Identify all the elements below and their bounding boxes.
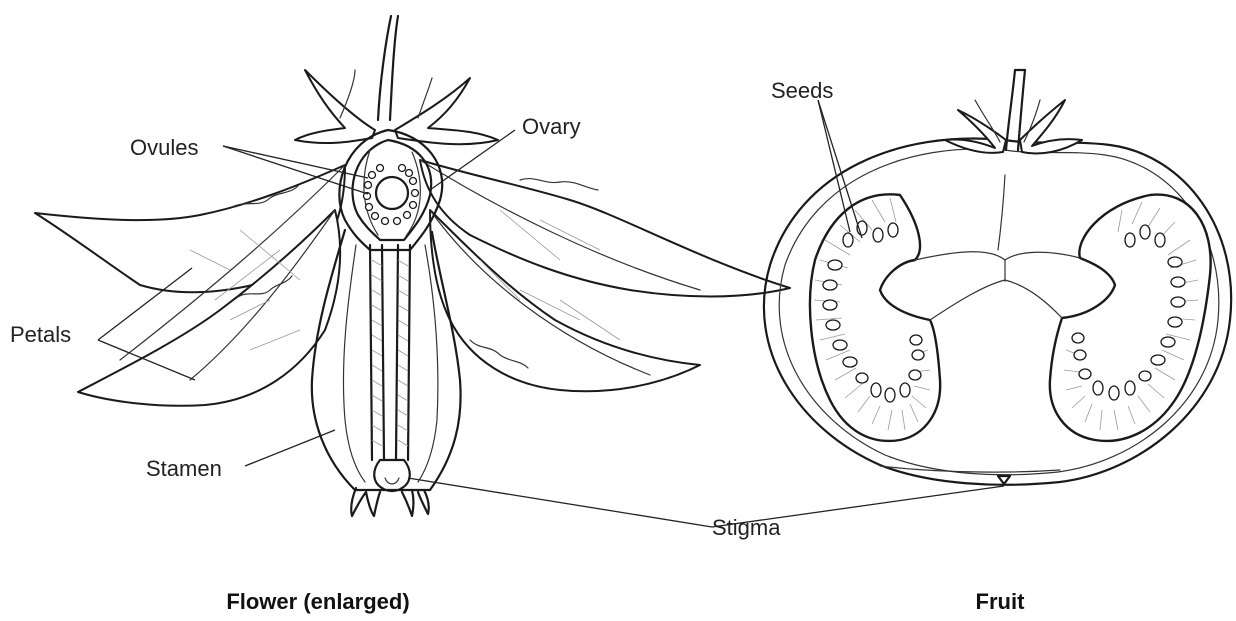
fruit-calyx [945, 110, 1006, 153]
label-stamen: Stamen [146, 456, 222, 481]
caption-fruit: Fruit [976, 589, 1026, 614]
right-locule [1050, 195, 1211, 441]
stigma-flower [374, 460, 410, 491]
stamen-cone [312, 230, 461, 490]
stigma-fruit [998, 476, 1010, 484]
label-seeds: Seeds [771, 78, 833, 103]
flower-drawing [35, 16, 790, 516]
calyx-lobes [351, 488, 429, 516]
flower-stem [378, 16, 398, 120]
label-ovary: Ovary [522, 114, 581, 139]
fruit-columella [915, 175, 1080, 320]
sepal-right [395, 78, 498, 144]
label-ovules: Ovules [130, 135, 198, 160]
fruit-drawing [764, 70, 1231, 485]
stamen-hatching [372, 260, 408, 446]
label-stigma: Stigma [712, 515, 781, 540]
labels: Ovules Ovary Petals Stamen Stigma Seeds [10, 78, 833, 540]
captions: Flower (enlarged) Fruit [226, 589, 1025, 614]
ovules [364, 165, 419, 225]
label-petals: Petals [10, 322, 71, 347]
sepal-left [295, 70, 375, 143]
caption-flower: Flower (enlarged) [226, 589, 409, 614]
